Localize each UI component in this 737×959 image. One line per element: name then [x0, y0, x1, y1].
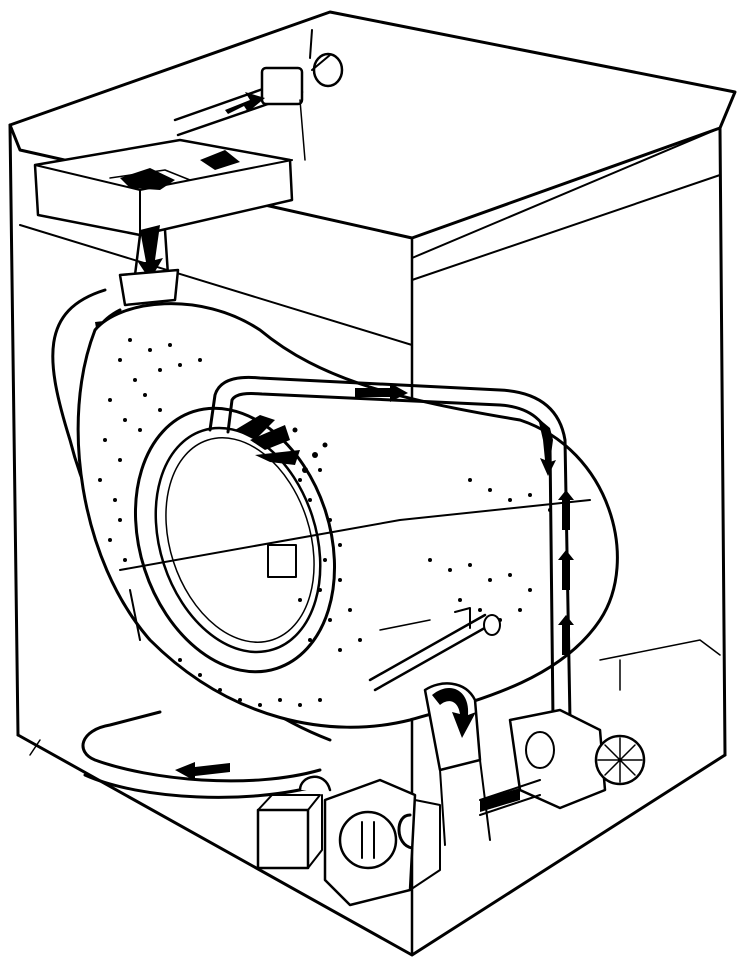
drain-hose-outer	[81, 710, 322, 783]
heater-bracket	[454, 607, 471, 629]
inlet-connector	[312, 52, 344, 88]
drum-support-line	[119, 499, 591, 571]
riser-outer	[208, 375, 572, 722]
pump-impeller-cover	[338, 810, 398, 870]
pump-filter-housing	[256, 808, 310, 870]
arrow-riser-up-1	[558, 490, 574, 530]
circ-pump-fan-blades	[597, 737, 643, 783]
circ-pump-port	[525, 731, 555, 769]
cabinet-top-right-edge	[411, 127, 721, 259]
pump-impeller-blades	[361, 821, 375, 859]
sump-hose	[423, 682, 491, 846]
circ-pump-body	[508, 708, 607, 810]
arrow-hose-right-down	[538, 418, 556, 476]
heater-clip	[379, 619, 431, 631]
cabinet-base-line	[29, 739, 41, 756]
drain-pump	[256, 775, 441, 907]
cabinet-right-edge	[718, 126, 727, 757]
cabinet-bottom-edge	[16, 733, 727, 957]
arrow-inlet-valve	[225, 92, 265, 114]
inlet-wire	[299, 99, 306, 161]
arrow-inlet-down	[138, 225, 163, 280]
cabinet-left-edge	[8, 123, 20, 737]
arrow-riser-up-3	[558, 615, 574, 655]
detergent-drawer	[33, 138, 294, 237]
pump-filter-depth	[257, 794, 323, 869]
arrow-hose-top	[355, 383, 408, 402]
inlet-valve	[173, 29, 344, 161]
circ-pump-pipe-fill	[480, 788, 520, 812]
heater-rod-1	[368, 613, 487, 682]
cabinet-control-panel-line	[19, 224, 413, 346]
inlet-connector-stem	[309, 29, 331, 71]
heating-element	[368, 607, 501, 692]
drum-door-inner	[165, 437, 315, 643]
inlet-feed	[118, 225, 180, 307]
drum	[76, 302, 619, 729]
drum-perforations	[98, 338, 552, 707]
drum-support-leg	[129, 589, 141, 641]
arrow-sump-down	[432, 687, 476, 738]
circ-pump-pipe	[479, 779, 541, 816]
feed-tube-right	[163, 228, 170, 277]
arrow-drain-hose-bottom	[175, 762, 230, 781]
drain-hose	[81, 710, 322, 799]
arrow-riser-up-2	[558, 550, 574, 590]
hose-clamp	[397, 813, 414, 850]
cabinet-side-ridge	[599, 639, 721, 661]
recirculation-hose	[208, 375, 574, 722]
heater-terminal	[483, 614, 501, 636]
feed-bellows	[118, 268, 180, 307]
drawer-detergent	[120, 168, 175, 190]
heater-rod-2	[373, 623, 492, 692]
drawer-detergent-2	[200, 150, 240, 170]
cabinet-panel-right-line	[411, 174, 721, 346]
drum-door-glass	[154, 426, 322, 654]
pump-motor-side	[409, 799, 441, 891]
pump-inlet-connector	[298, 775, 332, 792]
water-spray	[235, 415, 328, 473]
inlet-valve-body	[260, 66, 304, 106]
circulation-pump	[479, 708, 646, 816]
feed-tube-left	[133, 233, 142, 277]
door-latch	[267, 544, 297, 578]
drain-hose-inner	[83, 773, 322, 799]
